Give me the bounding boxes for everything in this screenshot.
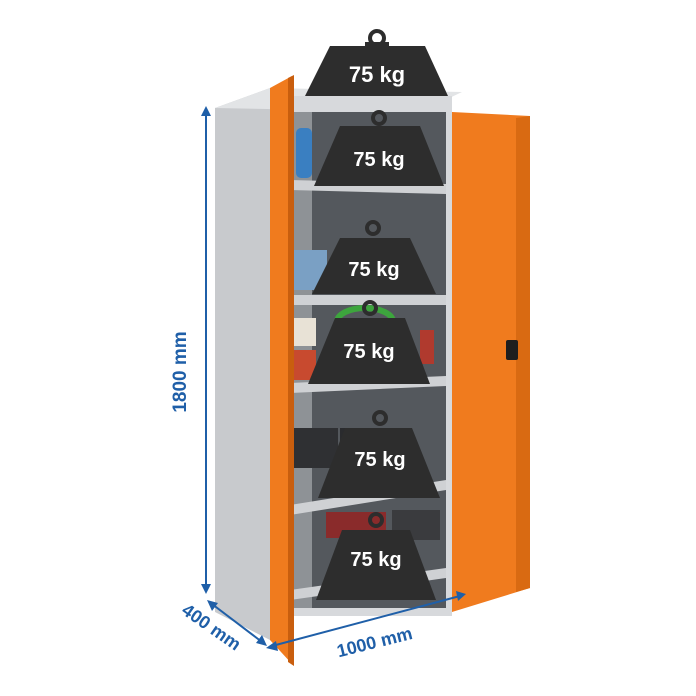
weight-ring-icon: [368, 512, 384, 528]
weight-label: 75 kg: [348, 259, 399, 281]
weight-shelf-1: 75 kg: [314, 110, 444, 186]
depth-arrow-right-icon: [256, 635, 267, 646]
weight-shelf-2: 75 kg: [312, 220, 436, 294]
width-arrow-left-icon: [266, 641, 278, 651]
left-door-edge: [288, 75, 294, 666]
canister: [420, 330, 434, 364]
weight-ring-icon: [362, 300, 378, 316]
paint-can-2: [294, 350, 316, 380]
weight-label: 75 kg: [353, 149, 404, 171]
height-label: 1800 mm: [170, 331, 191, 412]
weight-bottom: 75 kg: [316, 512, 436, 600]
weight-body: [316, 530, 436, 600]
height-arrow-bottom-icon: [201, 584, 211, 594]
weight-label: 75 kg: [343, 341, 394, 363]
battery-1: [292, 428, 338, 468]
weight-shelf-4: 75 kg: [318, 410, 440, 498]
depth-dimension-line: [211, 603, 263, 643]
weight-ring-icon: [372, 410, 388, 426]
door-lock-handle: [506, 340, 518, 360]
shelf-2: [290, 295, 446, 305]
weight-body: [318, 428, 440, 498]
paint-can-1: [294, 318, 316, 346]
depth-arrow-left-icon: [207, 600, 218, 611]
weight-handle: [365, 42, 389, 48]
weight-body: [308, 318, 430, 384]
weight-top: 75 kg: [305, 29, 448, 96]
weight-shelf-3: 75 kg: [308, 300, 430, 384]
weight-body: [312, 238, 436, 294]
weight-label: 75 kg: [349, 62, 405, 87]
width-arrow-right-icon: [456, 591, 466, 601]
weight-ring-icon: [371, 110, 387, 126]
right-door-fold: [516, 116, 530, 592]
width-dimension-line: [271, 595, 461, 647]
left-door: [270, 76, 292, 664]
width-label: 1000 mm: [335, 623, 415, 661]
weight-label: 75 kg: [350, 549, 401, 571]
height-arrow-top-icon: [201, 106, 211, 116]
weight-body: [314, 126, 444, 186]
weights: 75 kg 75 kg 75 kg 75 kg 75 kg 75 kg: [305, 29, 448, 600]
right-door: [452, 112, 530, 612]
weight-label: 75 kg: [354, 449, 405, 471]
spray-bottle: [296, 128, 312, 178]
weight-ring-icon: [365, 220, 381, 236]
cabinet-side-panel: [215, 88, 270, 640]
weight-body: [305, 46, 448, 96]
